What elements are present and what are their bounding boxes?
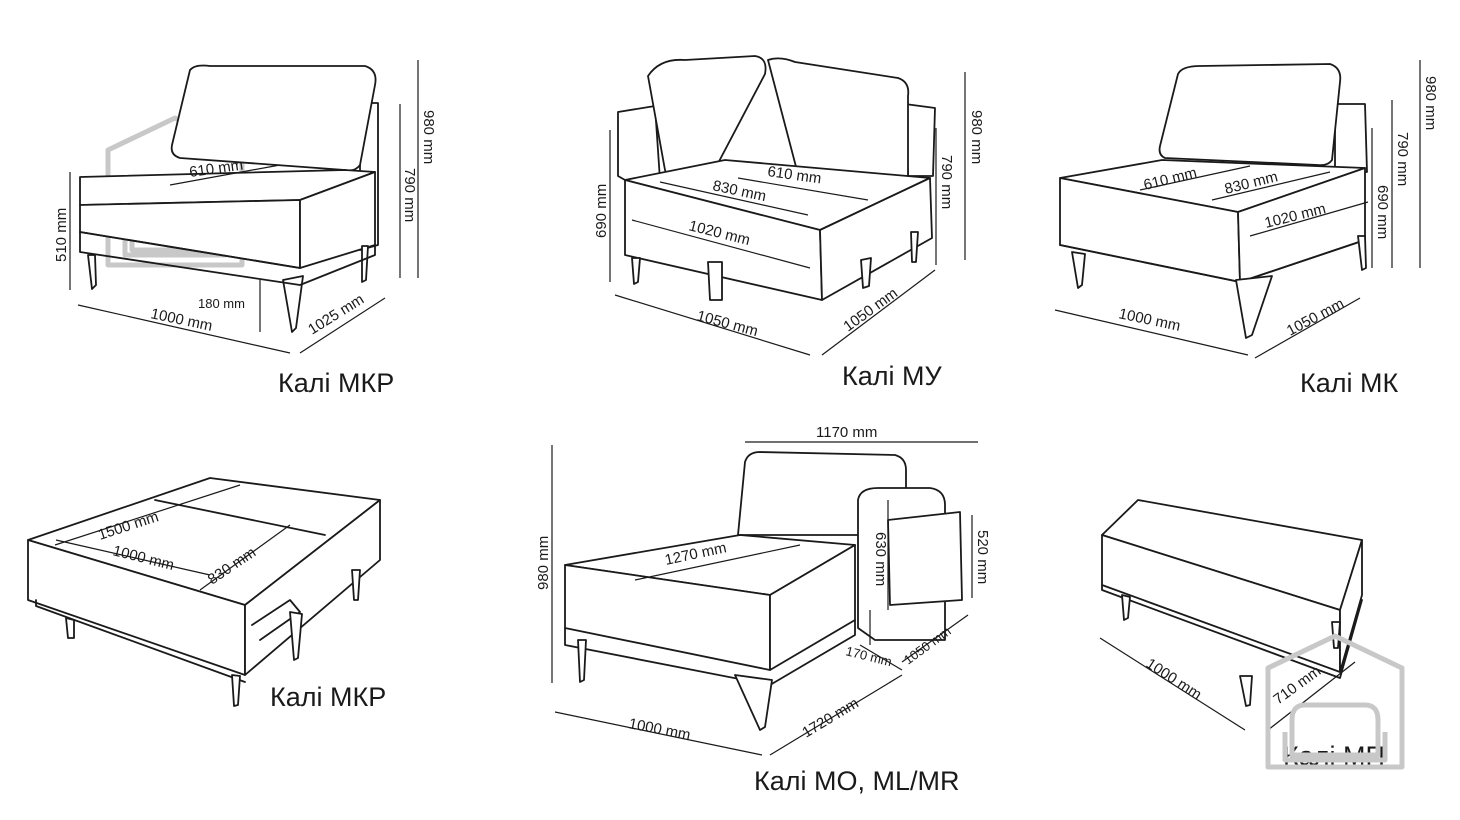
dim-line <box>55 539 211 576</box>
house-sofa-watermark-icon <box>1265 633 1405 770</box>
dim-line <box>737 177 869 201</box>
module-mo-chaise: 1170 mm 980 mm 1270 mm 630 mm 520 mm 170… <box>535 424 991 796</box>
dim-label: 520 mm <box>974 530 991 584</box>
module-mp-pouf: 1000 mm 710 mm Калі МП <box>1099 499 1385 771</box>
dim-label: 510 mm <box>53 208 70 262</box>
dim-line <box>659 181 809 216</box>
dim-label: 790 mm <box>938 155 955 209</box>
dim-line <box>554 711 763 756</box>
dim-label: 690 mm <box>1374 185 1391 239</box>
dim-label: 1025 mm <box>305 291 367 339</box>
dim-line <box>54 484 241 546</box>
module-mu-corner: 980 mm 790 mm 690 mm 610 mm 830 mm 1020 … <box>593 55 985 391</box>
dim-label: 690 mm <box>593 184 610 238</box>
dim-label: 980 mm <box>535 536 552 590</box>
dim-line <box>1211 171 1331 201</box>
dim-label: 1000 mm <box>627 715 692 744</box>
dim-label: 1720 mm <box>799 695 861 742</box>
dim-line <box>821 269 936 356</box>
dim-label: 1050 mm <box>695 307 760 340</box>
dim-label: 170 mm <box>844 643 893 669</box>
dim-line <box>859 644 903 671</box>
dim-label: 1000 mm <box>1117 305 1182 335</box>
module-name: Калі МК <box>1300 368 1398 398</box>
dim-line <box>299 297 386 354</box>
dim-line <box>614 294 811 356</box>
dim-line <box>77 304 291 354</box>
dim-line <box>1099 637 1246 731</box>
dim-label: 790 mm <box>1394 132 1411 186</box>
dim-label: 1050 mm <box>1284 295 1347 339</box>
module-name: Калі МУ <box>842 361 942 391</box>
dim-label: 1000 mm <box>1143 655 1205 703</box>
dim-label: 980 mm <box>420 110 437 164</box>
dim-line <box>199 524 291 591</box>
dim-label: 710 mm <box>1270 663 1324 709</box>
module-mkr-chair: 980 mm 790 mm 510 mm 180 mm 610 mm 1000 … <box>53 60 437 398</box>
module-mk-chair: 980 mm 790 mm 690 mm 610 mm 830 mm 1020 … <box>1054 60 1439 398</box>
dim-label: 980 mm <box>968 110 985 164</box>
module-name: Калі МКР <box>270 682 386 712</box>
module-name: Калі МО, ML/MR <box>754 766 960 796</box>
dim-line <box>1249 201 1369 237</box>
module-mkr-bed: 1500 mm 1000 mm 830 mm Калі МКР <box>27 477 386 712</box>
dim-line <box>634 544 801 581</box>
dim-line <box>1139 165 1251 191</box>
dim-line <box>1054 309 1249 356</box>
dim-line <box>631 219 811 269</box>
dim-label: 790 mm <box>401 168 418 222</box>
dim-line <box>1254 297 1361 359</box>
dim-line <box>769 674 903 756</box>
dim-line <box>1267 661 1356 731</box>
dim-label: 1170 mm <box>816 424 877 441</box>
dim-label: 180 mm <box>198 296 245 311</box>
dim-label: 630 mm <box>872 532 889 586</box>
dim-label: 980 mm <box>1422 76 1439 130</box>
dim-label: 1050 mm <box>840 285 901 336</box>
dim-line <box>169 164 281 186</box>
module-name: Калі МКР <box>278 368 394 398</box>
dim-line <box>901 614 969 663</box>
